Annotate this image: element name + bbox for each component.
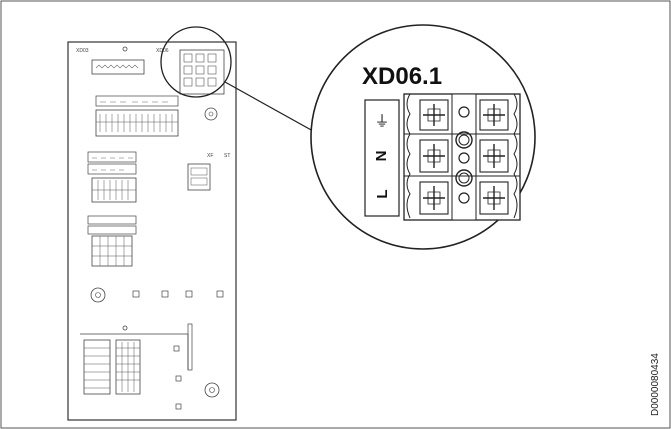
zoom-title: XD06.1	[362, 63, 442, 90]
terminal-label-l: L	[374, 189, 391, 198]
terminal-label-strip: ⏚ N L	[364, 99, 400, 217]
terminal-label-n: N	[373, 151, 390, 162]
circuit-board: XD03 XD06	[67, 26, 237, 421]
mount-hole-bottom-right	[204, 382, 220, 398]
terminal-row-pe	[419, 99, 509, 131]
mount-hole-top	[122, 46, 128, 52]
zoom-leader-line	[224, 81, 323, 137]
label-st: ST	[224, 153, 230, 159]
connector-side	[187, 163, 211, 191]
terminal-block	[403, 93, 521, 221]
label-xd03: XD03	[76, 48, 89, 54]
highlight-circle	[160, 26, 232, 98]
doc-code: D0000080434	[650, 353, 661, 416]
terminal-row-n	[419, 131, 509, 173]
terminal-strip-3	[87, 215, 137, 267]
mount-hole-upper-right	[204, 107, 218, 121]
label-xf: XF	[207, 153, 213, 159]
lower-connector-block	[80, 323, 193, 410]
terminal-strip-2	[87, 151, 137, 203]
terminal-row-l	[419, 169, 509, 215]
lower-pads	[90, 287, 224, 303]
terminal-label-pe: ⏚	[374, 113, 389, 130]
connector-top-left	[91, 59, 145, 75]
connector-xd06-small	[179, 49, 225, 95]
terminal-strip-1	[95, 95, 179, 137]
zoom-detail: XD06.1 ⏚ N L	[310, 24, 536, 250]
